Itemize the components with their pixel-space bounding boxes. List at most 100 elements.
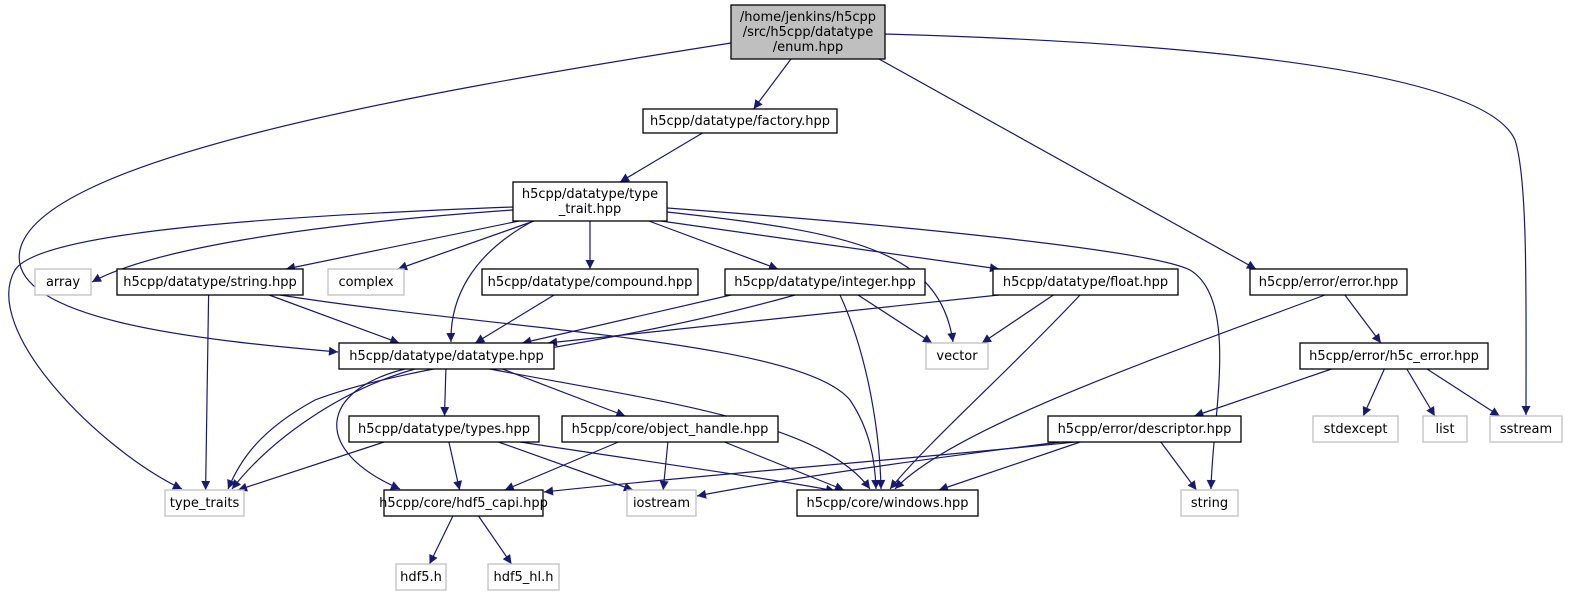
edge-type_trait-to-vector bbox=[666, 211, 957, 343]
node-box bbox=[34, 268, 92, 296]
node-box[interactable] bbox=[512, 181, 668, 222]
edge-type_trait-to-string_std bbox=[666, 207, 1221, 490]
node-h5c-error[interactable]: h5cpp/error/h5c_error.hpp bbox=[1299, 342, 1489, 370]
node-label: h5cpp/datatype/datatype.hpp bbox=[349, 349, 543, 364]
node-box[interactable] bbox=[992, 268, 1179, 296]
edges-layer bbox=[8, 33, 1531, 565]
edge-float-to-datatype bbox=[547, 294, 1000, 347]
node-enum: /home/jenkins/h5cpp/src/h5cpp/datatype/e… bbox=[730, 4, 886, 60]
node-box[interactable] bbox=[338, 342, 555, 370]
node-string-hpp[interactable]: h5cpp/datatype/string.hpp bbox=[116, 268, 304, 296]
node-label: h5cpp/core/windows.hpp bbox=[806, 496, 968, 511]
node-label: /home/jenkins/h5cpp bbox=[740, 10, 876, 25]
node-box[interactable] bbox=[1299, 342, 1489, 370]
node-label: h5cpp/core/object_handle.hpp bbox=[572, 422, 769, 437]
edge-hdf5_capi-to-hdf5_hl_h bbox=[478, 515, 512, 565]
node-vector: vector bbox=[925, 342, 989, 370]
node-label: string bbox=[1191, 496, 1228, 511]
node-label: array bbox=[46, 275, 80, 290]
edge-hdf5_capi-to-hdf5_h bbox=[428, 515, 454, 565]
node-string-std: string bbox=[1180, 489, 1239, 517]
node-label: h5cpp/error/descriptor.hpp bbox=[1058, 422, 1232, 437]
edge-type_trait-to-type_traits bbox=[8, 206, 514, 490]
node-label: stdexcept bbox=[1324, 422, 1388, 437]
edge-datatype-to-types bbox=[440, 368, 450, 417]
node-label: h5cpp/datatype/compound.hpp bbox=[488, 275, 693, 290]
node-label: h5cpp/datatype/float.hpp bbox=[1003, 275, 1168, 290]
node-label: h5cpp/error/error.hpp bbox=[1259, 275, 1399, 290]
node-box[interactable] bbox=[383, 489, 544, 517]
node-box bbox=[327, 268, 405, 296]
node-box[interactable] bbox=[642, 108, 838, 134]
node-datatype[interactable]: h5cpp/datatype/datatype.hpp bbox=[338, 342, 555, 370]
edge-types-to-iostream bbox=[498, 441, 634, 492]
edge-string_hpp-to-type_traits bbox=[201, 294, 211, 491]
node-box bbox=[1422, 415, 1468, 443]
node-box[interactable] bbox=[561, 415, 779, 443]
node-type-traits: type_traits bbox=[164, 489, 245, 517]
node-box[interactable] bbox=[796, 489, 979, 517]
edge-integer-to-datatype bbox=[522, 294, 732, 346]
node-factory[interactable]: h5cpp/datatype/factory.hpp bbox=[642, 108, 838, 134]
edge-h5c_error-to-descriptor bbox=[1194, 368, 1332, 418]
node-type-trait[interactable]: h5cpp/datatype/type_trait.hpp bbox=[512, 181, 668, 222]
node-box[interactable] bbox=[1249, 268, 1408, 296]
node-label: h5cpp/core/hdf5_capi.hpp bbox=[379, 496, 548, 511]
edge-enum-to-error bbox=[878, 58, 1257, 270]
node-box bbox=[1312, 415, 1399, 443]
node-complex: complex bbox=[327, 268, 405, 296]
edge-types-to-hdf5_capi bbox=[448, 441, 463, 491]
edge-descriptor-to-string_std bbox=[1160, 441, 1197, 491]
node-box[interactable] bbox=[481, 268, 699, 296]
edge-error-to-h5c_error bbox=[1344, 294, 1382, 344]
node-label: vector bbox=[936, 349, 978, 364]
node-label: h5cpp/datatype/types.hpp bbox=[358, 422, 530, 437]
edge-enum-to-sstream bbox=[884, 33, 1531, 416]
node-windows[interactable]: h5cpp/core/windows.hpp bbox=[796, 489, 979, 517]
node-box[interactable] bbox=[348, 415, 540, 443]
edge-type_trait-to-datatype bbox=[446, 220, 534, 343]
node-hdf5-hl-h: hdf5_hl.h bbox=[487, 563, 560, 591]
node-hdf5-capi[interactable]: h5cpp/core/hdf5_capi.hpp bbox=[379, 489, 548, 517]
edge-type_trait-to-string_hpp bbox=[285, 220, 520, 272]
edge-factory-to-type_trait bbox=[619, 132, 703, 183]
node-label: h5cpp/error/h5c_error.hpp bbox=[1309, 349, 1479, 364]
node-float[interactable]: h5cpp/datatype/float.hpp bbox=[992, 268, 1179, 296]
node-box bbox=[626, 489, 697, 517]
node-label: hdf5_hl.h bbox=[493, 570, 553, 585]
edge-integer-to-windows bbox=[839, 294, 886, 490]
node-box[interactable] bbox=[724, 268, 926, 296]
node-hdf5-h: hdf5.h bbox=[395, 563, 447, 591]
edge-types-to-windows bbox=[519, 441, 836, 494]
edge-error-to-windows bbox=[894, 294, 1326, 490]
edge-datatype-to-object_handle bbox=[502, 368, 626, 417]
node-label: h5cpp/datatype/factory.hpp bbox=[650, 114, 830, 129]
edge-descriptor-to-hdf5_capi bbox=[543, 441, 1076, 496]
node-box[interactable] bbox=[1047, 415, 1242, 443]
node-sstream: sstream bbox=[1489, 415, 1563, 443]
node-box[interactable] bbox=[116, 268, 304, 296]
edge-object_handle-to-iostream bbox=[659, 441, 669, 491]
node-label: sstream bbox=[1500, 422, 1552, 437]
edge-enum-to-datatype bbox=[18, 42, 732, 356]
node-box bbox=[164, 489, 245, 517]
edge-integer-to-vector bbox=[857, 294, 933, 344]
edge-descriptor-to-iostream bbox=[696, 441, 1061, 499]
node-object-handle[interactable]: h5cpp/core/object_handle.hpp bbox=[561, 415, 779, 443]
node-types[interactable]: h5cpp/datatype/types.hpp bbox=[348, 415, 540, 443]
node-box bbox=[925, 342, 989, 370]
node-list: list bbox=[1422, 415, 1468, 443]
edge-types-to-type_traits bbox=[237, 441, 385, 492]
node-box bbox=[395, 563, 447, 591]
node-integer[interactable]: h5cpp/datatype/integer.hpp bbox=[724, 268, 926, 296]
node-label: h5cpp/datatype/integer.hpp bbox=[734, 275, 915, 290]
edge-type_trait-to-integer bbox=[648, 220, 779, 271]
node-descriptor[interactable]: h5cpp/error/descriptor.hpp bbox=[1047, 415, 1242, 443]
node-label: iostream bbox=[633, 496, 690, 511]
node-compound[interactable]: h5cpp/datatype/compound.hpp bbox=[481, 268, 699, 296]
node-error[interactable]: h5cpp/error/error.hpp bbox=[1249, 268, 1408, 296]
node-label: /src/h5cpp/datatype bbox=[743, 25, 874, 40]
node-stdexcept: stdexcept bbox=[1312, 415, 1399, 443]
node-box bbox=[487, 563, 560, 591]
